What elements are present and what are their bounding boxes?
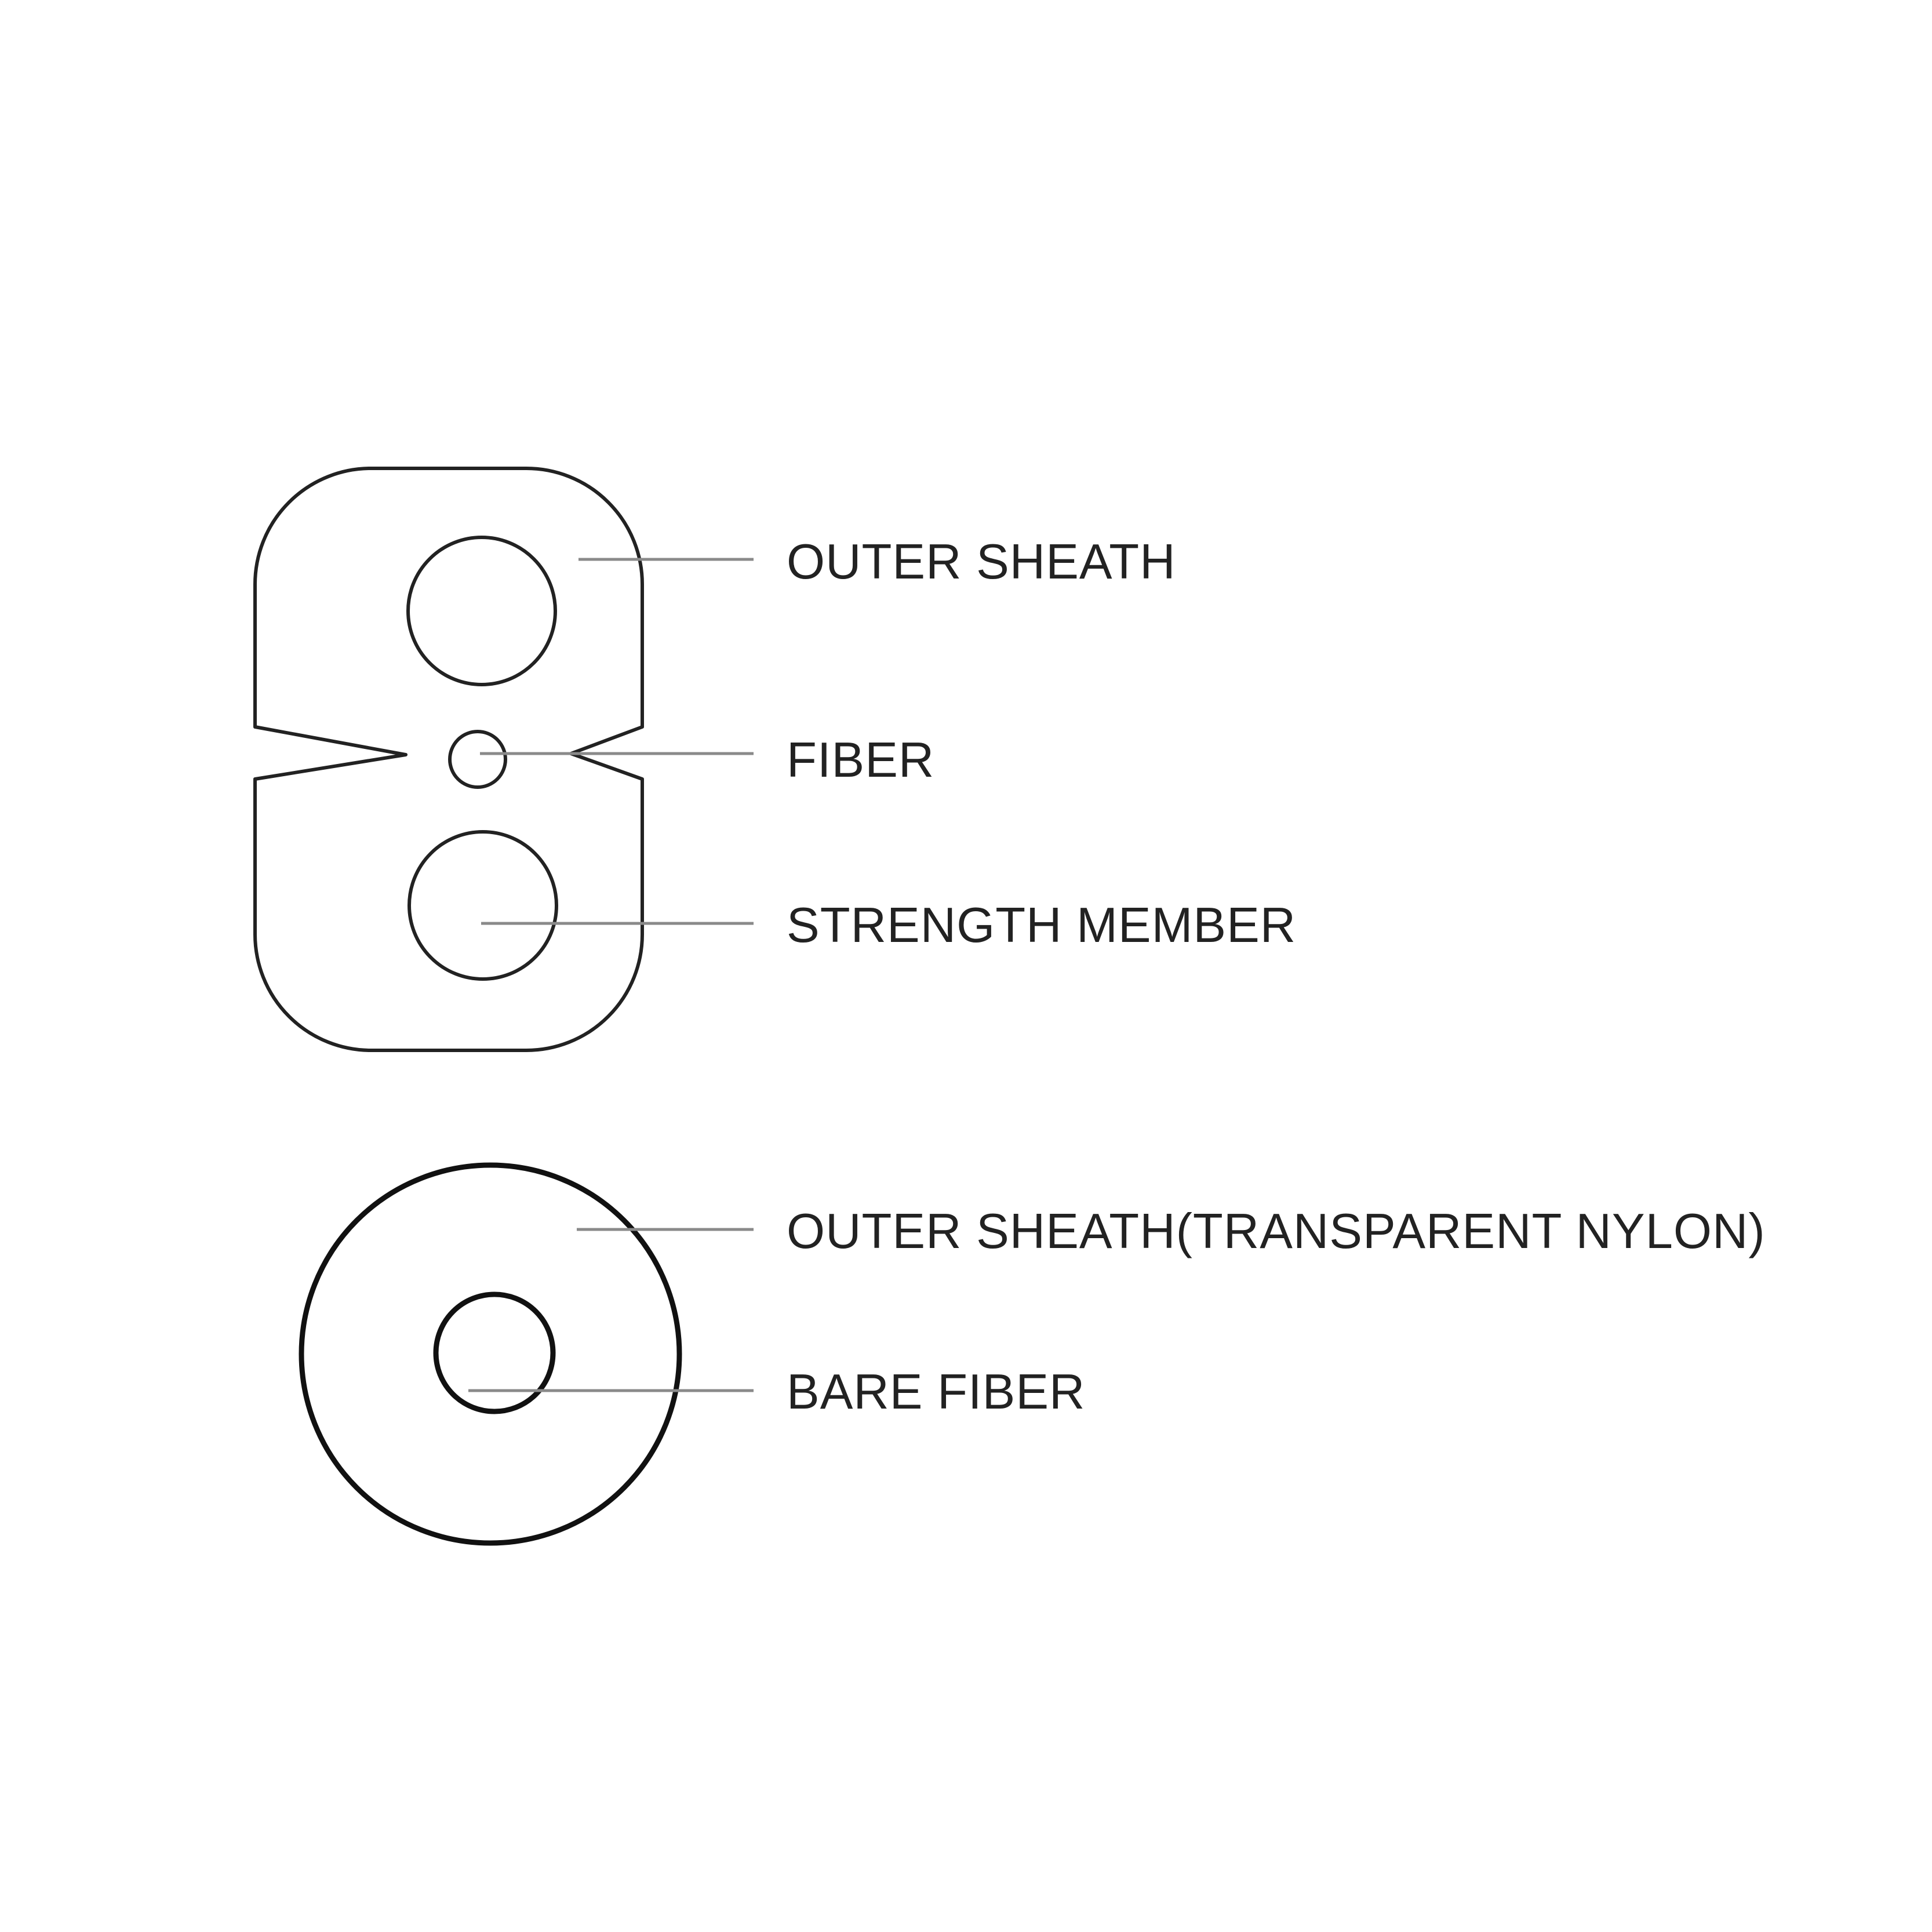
drop-cable-strength-member-bottom bbox=[407, 830, 558, 981]
label-strength-member: STRENGTH MEMBER bbox=[787, 898, 1296, 953]
nylon-outer-sheath-outline bbox=[299, 1162, 682, 1546]
drop-cable-outer-sheath-outline bbox=[253, 467, 644, 1052]
drop-cable-cross-section: OUTER SHEATH FIBER STRENGTH MEMBER bbox=[253, 467, 1296, 1052]
label-nylon-outer-sheath: OUTER SHEATH(TRANSPARENT NYLON) bbox=[787, 1204, 1766, 1259]
tight-buffer-fiber-cross-section: OUTER SHEATH(TRANSPARENT NYLON) BARE FIB… bbox=[299, 1162, 1766, 1546]
drop-cable-fiber bbox=[448, 730, 507, 789]
label-bare-fiber: BARE FIBER bbox=[787, 1365, 1085, 1420]
label-fiber: FIBER bbox=[787, 733, 934, 788]
bare-fiber-outline bbox=[433, 1291, 556, 1414]
drop-cable-strength-member-top bbox=[406, 536, 557, 686]
label-outer-sheath: OUTER SHEATH bbox=[787, 534, 1176, 590]
